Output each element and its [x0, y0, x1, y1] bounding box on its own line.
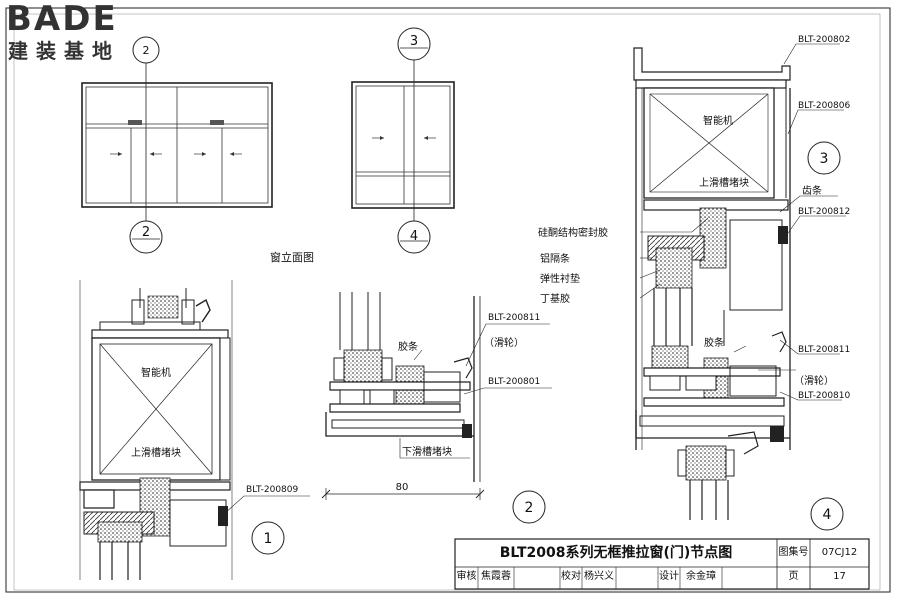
marker-bottom-2: 2 [143, 44, 150, 57]
v2-rubber-label: 胶条 [398, 340, 418, 353]
page-label: 页 [788, 571, 799, 582]
v1-motor-label: 智能机 [141, 366, 171, 379]
sheet-border [5, 7, 891, 593]
check-label: 校对 [561, 571, 581, 582]
v3-spacer-label: 铝隔条 [540, 252, 570, 265]
section-view-3-4 [633, 43, 846, 531]
v3-code-802: BLT-200802 [798, 35, 850, 45]
view-marker-1: 1 [264, 531, 273, 547]
atlas-number: 07CJ12 [821, 547, 858, 558]
review-label: 审核 [456, 571, 477, 582]
v3-code-812: BLT-200812 [798, 207, 850, 217]
v1-block-label: 上滑槽堵块 [131, 446, 181, 459]
design-label: 设计 [659, 571, 679, 582]
v3-motor-label: 智能机 [703, 114, 733, 127]
marker-bottom-2-lower: 2 [142, 225, 150, 240]
v2-code-801: BLT-200801 [488, 377, 540, 387]
v1-code-label: BLT-200809 [246, 485, 298, 495]
v3-code-806: BLT-200806 [798, 101, 850, 111]
v4-rubber-label: 胶条 [704, 336, 724, 349]
checker-name: 杨兴义 [584, 571, 614, 582]
v2-code-811: BLT-200811 [488, 313, 540, 323]
marker-top-3: 3 [410, 34, 418, 49]
v2-dimension: 80 [396, 482, 409, 493]
brand-subtitle: 建装基地 [8, 39, 120, 63]
v2-wheel-label: （滑轮） [484, 336, 524, 349]
elevation-narrow-window [351, 27, 455, 254]
view-marker-2: 2 [525, 500, 534, 516]
atlas-label: 图集号 [778, 547, 809, 558]
v3-strip-label: 齿条 [802, 184, 822, 197]
title-block: BLT2008系列无框推拉窗(门)节点图 图集号 07CJ12 审核 焦霞蓉 校… [455, 539, 869, 589]
v4-wheel-label: （滑轮） [794, 374, 834, 387]
marker-bottom-4: 4 [410, 229, 418, 244]
page-number: 17 [833, 571, 846, 582]
elevation-wide-window [81, 36, 273, 254]
designer-name: 余金璋 [686, 571, 716, 582]
v3-pad-label: 弹性衬垫 [540, 272, 580, 285]
brand-logo: BADE [6, 0, 118, 39]
reviewer-name: 焦霞蓉 [481, 571, 511, 582]
v3-block-label: 上滑槽堵块 [699, 176, 749, 189]
v2-block-label: 下滑槽堵块 [402, 445, 452, 458]
sheet-inner-border [13, 13, 881, 591]
drawing-title: BLT2008系列无框推拉窗(门)节点图 [499, 545, 733, 561]
elevation-caption: 窗立面图 [270, 250, 314, 264]
v4-code-810: BLT-200810 [798, 391, 850, 401]
view-marker-4: 4 [823, 507, 832, 523]
title-block-frame [454, 538, 870, 590]
section-view-2 [321, 292, 552, 524]
view-marker-3: 3 [820, 151, 829, 167]
section-view-1 [79, 280, 310, 580]
v3-sealant-label: 硅酮结构密封胶 [538, 226, 608, 239]
v4-code-811: BLT-200811 [798, 345, 850, 355]
v3-butyl-label: 丁基胶 [540, 292, 570, 305]
